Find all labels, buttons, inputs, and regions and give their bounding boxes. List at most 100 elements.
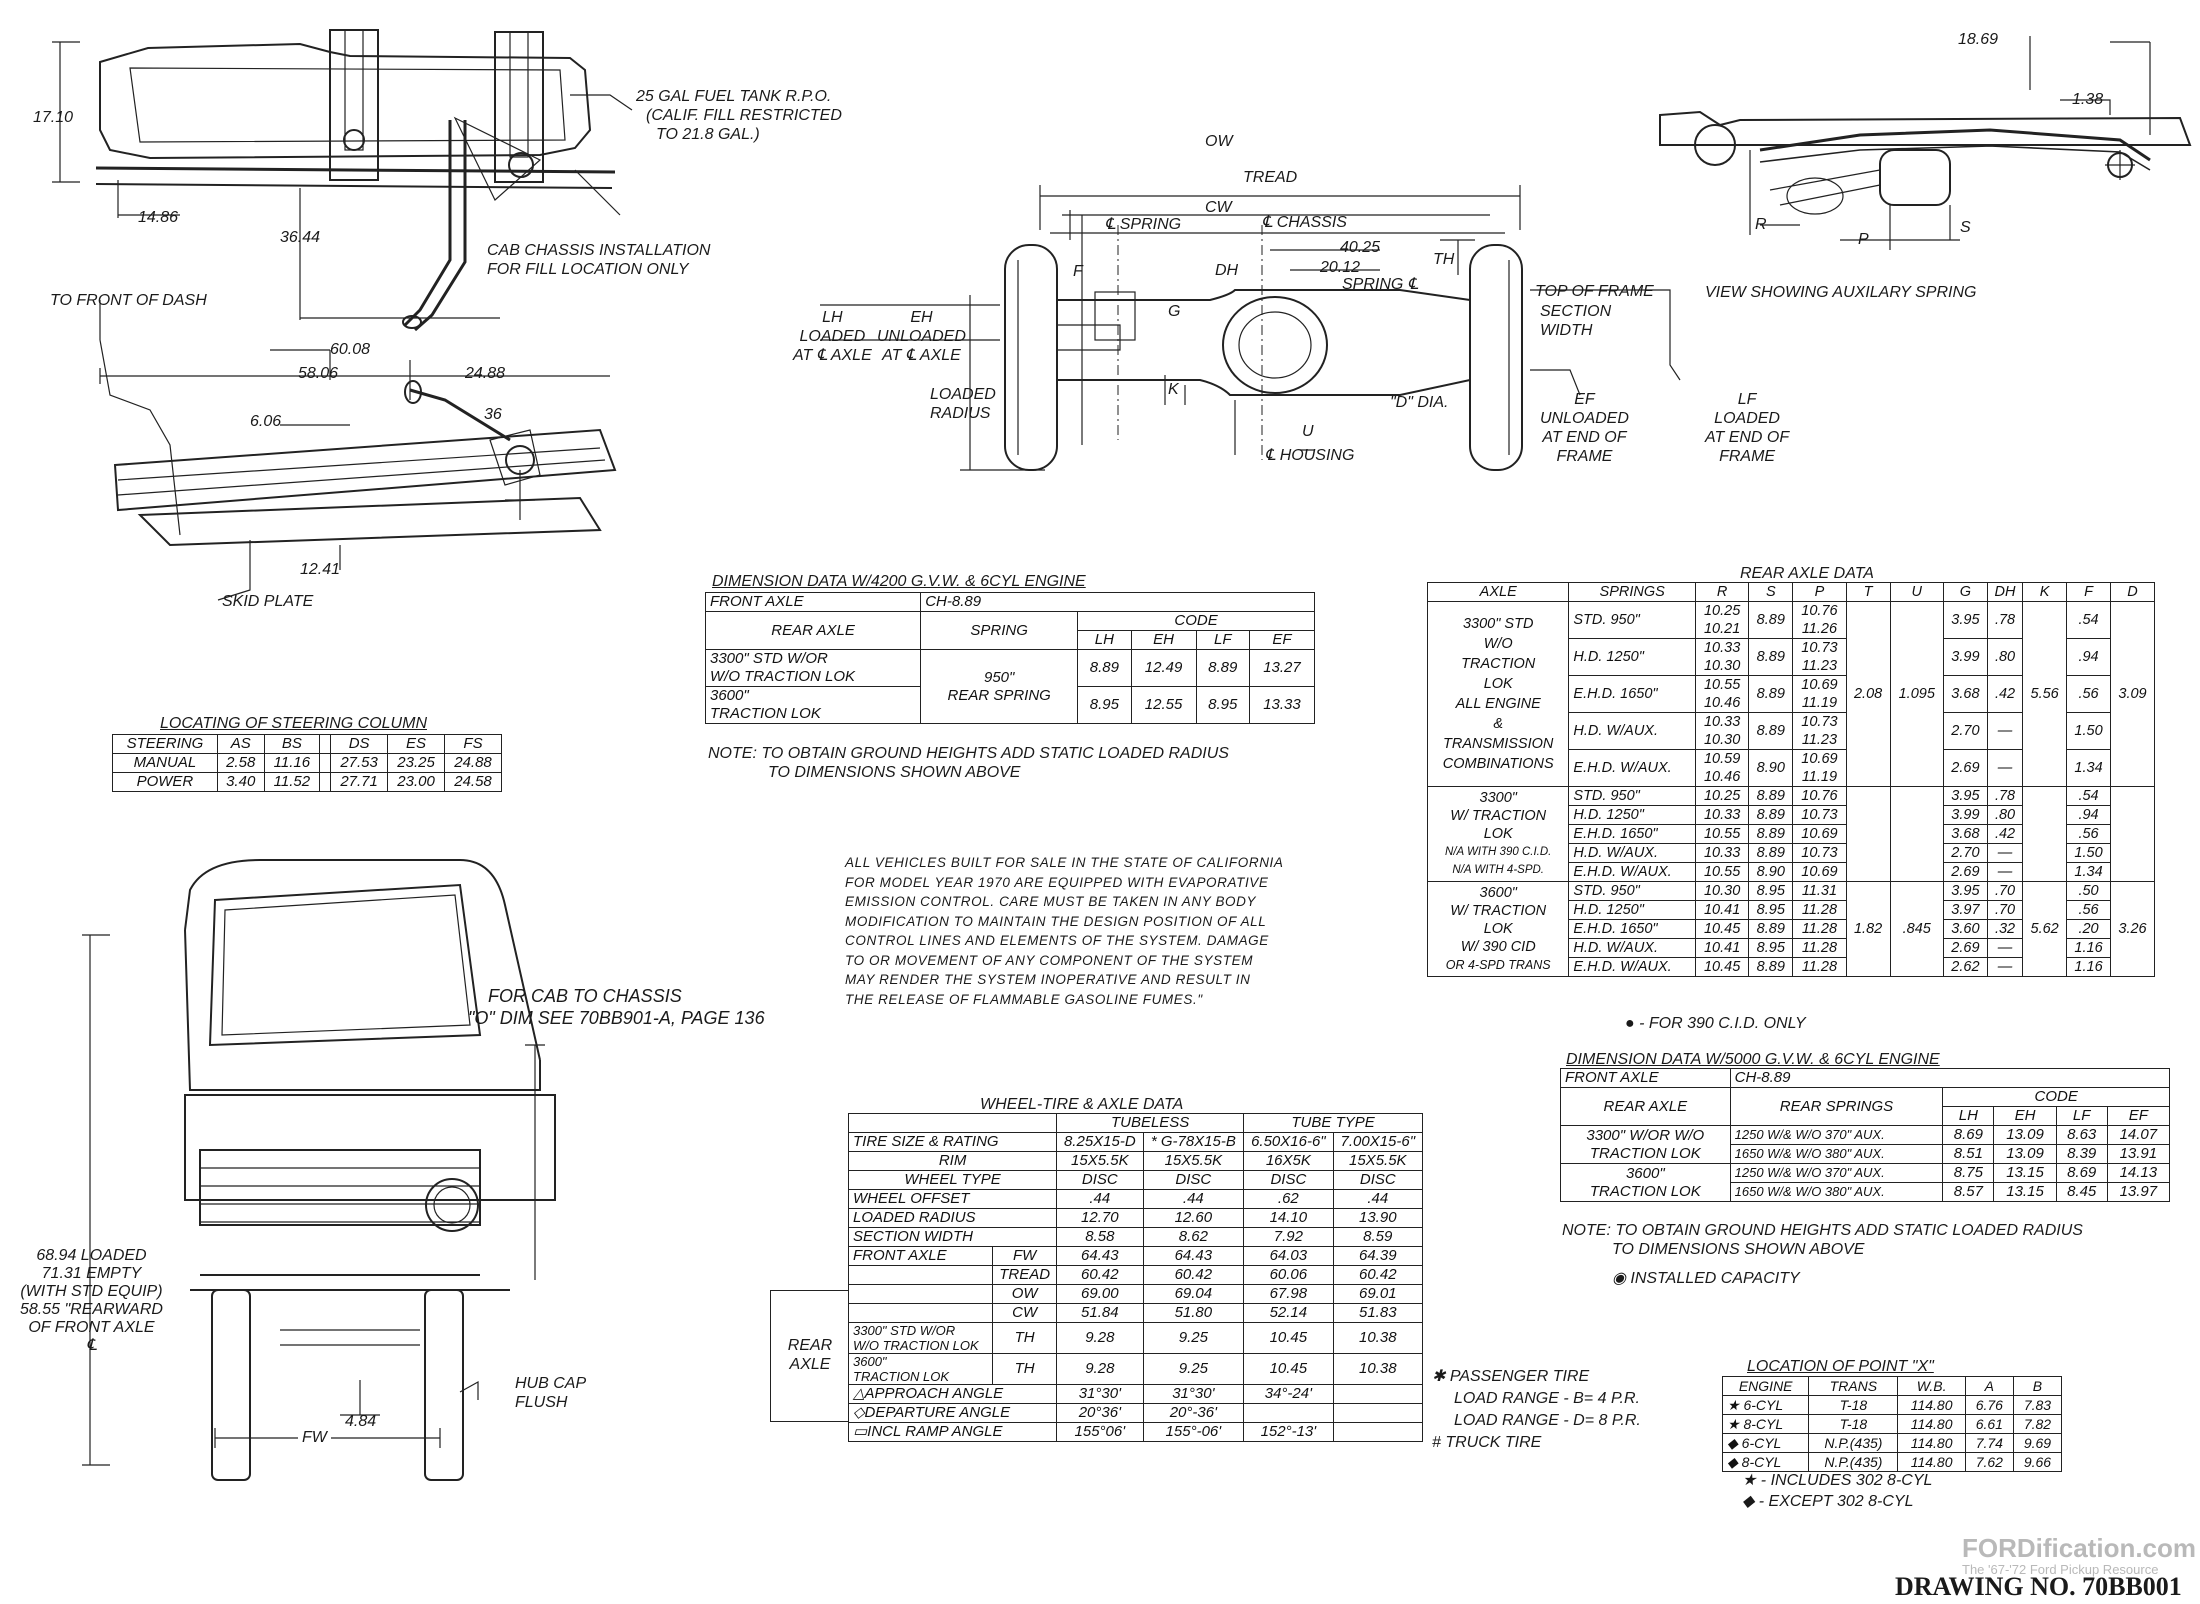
table-cell: RIM (847, 1151, 1058, 1171)
rear-axle-section-view (820, 185, 1681, 471)
table-cell: E.H.D. W/AUX. (1568, 957, 1696, 977)
table-cell: BS (263, 734, 321, 754)
rear-axle-data-title: REAR AXLE DATA (1740, 565, 1874, 582)
table-cell: 114.80 (1897, 1433, 1966, 1453)
table-cell: 13.91 (2106, 1144, 2171, 1164)
table-cell: LOADED RADIUS (847, 1208, 1058, 1228)
table-cell: K (2022, 582, 2068, 602)
table-cell: DISC (1056, 1170, 1144, 1190)
table-cell: 8.89 (1748, 675, 1794, 713)
table-cell: 1.16 (2066, 938, 2111, 958)
watermark-site: FORDification.com (1962, 1533, 2197, 1563)
table-cell: EH (1130, 630, 1197, 650)
table-cell: .42 (1986, 824, 2024, 844)
table-cell: TIRE SIZE & RATING (847, 1132, 1058, 1152)
table-cell: 10.38 (1332, 1353, 1424, 1385)
table-cell: 10.41 (1694, 900, 1750, 920)
table-cell (847, 1265, 994, 1285)
table-cell: FRONT AXLE (847, 1246, 994, 1266)
table-cell: 7.83 (2012, 1395, 2063, 1415)
table-cell: .56 (2066, 675, 2111, 713)
table-cell: 10.76 (1792, 786, 1847, 806)
table-cell: 10.45 (1694, 919, 1750, 939)
table-cell: P (1792, 582, 1847, 602)
table-cell: 69.04 (1142, 1284, 1245, 1304)
table-cell: H.D. 1250" (1568, 805, 1696, 825)
table-cell: 12.49 (1130, 649, 1197, 687)
table-cell: 10.45 (1694, 957, 1750, 977)
table-cell: REAR AXLE (1560, 1087, 1731, 1126)
table-cell: 9.66 (2012, 1452, 2063, 1472)
table-cell: H.D. W/AUX. (1568, 843, 1696, 863)
table-cell: 8.45 (2055, 1182, 2108, 1202)
table-cell: T-18 (1808, 1414, 1899, 1434)
table-cell: TUBELESS (1056, 1113, 1245, 1133)
housing-centerline-label: ℄ HOUSING (1265, 447, 1355, 464)
table-cell: DH (1986, 582, 2024, 602)
table-cell: ★ 8-CYL (1721, 1414, 1810, 1434)
table-cell: 20°-36' (1142, 1403, 1245, 1423)
table-cell: 1.16 (2066, 957, 2111, 977)
cab-to-chassis-note: FOR CAB TO CHASSIS "O" DIM SEE 70BB901-A… (468, 986, 765, 1028)
table-cell: 16X5K (1243, 1151, 1334, 1171)
table-cell: .54 (2066, 786, 2111, 806)
table-cell: 13.33 (1248, 686, 1316, 724)
table-cell: 27.71 (330, 772, 389, 792)
table-cell: 8.95 (1077, 686, 1132, 724)
table-cell: STD. 950" (1568, 881, 1696, 901)
p-label: P (1858, 231, 1869, 248)
table-cell: WHEEL OFFSET (847, 1189, 1058, 1209)
dim-4200-table: FRONT AXLE CH-8.89 REAR AXLE SPRING CODE… (704, 592, 1316, 724)
fuel-tank-plan-view (52, 29, 633, 332)
table-cell: 7.82 (2012, 1414, 2063, 1434)
table-cell: * G-78X15-B (1142, 1132, 1245, 1152)
table-cell: 64.39 (1332, 1246, 1424, 1266)
table-cell (1889, 786, 1944, 882)
table-cell: FRONT AXLE (1560, 1068, 1731, 1088)
spring-centerline-label: ℄ SPRING (1105, 216, 1182, 233)
table-cell: ◆ 6-CYL (1721, 1433, 1810, 1453)
table-cell: 3.99 (1942, 805, 1988, 825)
table-cell: TUBE TYPE (1243, 1113, 1423, 1133)
table-cell: 8.89 (1748, 712, 1794, 750)
table-cell: 2.62 (1942, 957, 1988, 977)
table-cell: — (1986, 843, 2024, 863)
table-cell: — (1986, 957, 2024, 977)
table-cell: .42 (1986, 675, 2024, 713)
table-cell: H.D. 1250" (1568, 900, 1696, 920)
table-row: REAR AXLE SPRING CODE (704, 611, 1315, 650)
dim-4200-title: DIMENSION DATA W/4200 G.V.W. & 6CYL ENGI… (712, 573, 1086, 590)
table-cell: 8.58 (1056, 1227, 1144, 1247)
table-cell: 3.95 (1942, 786, 1988, 806)
table-cell: 11.28 (1792, 919, 1847, 939)
fuel-tank-note: 25 GAL FUEL TANK R.P.O. (CALIF. FILL RES… (636, 88, 842, 143)
table-cell: 3.95 (1942, 881, 1988, 901)
table-cell: 8.63 (2055, 1125, 2108, 1145)
table-cell: 114.80 (1897, 1395, 1966, 1415)
auxiliary-spring-view (1659, 36, 2192, 250)
table-cell: 10.69 (1792, 862, 1847, 882)
table-cell: 1.095 (1889, 601, 1944, 787)
spring-label: SPRING ℄ (1342, 276, 1419, 293)
table-cell: .70 (1986, 881, 2024, 901)
table-cell: E.H.D. W/AUX. (1568, 749, 1696, 787)
table-cell: D (2110, 582, 2155, 602)
